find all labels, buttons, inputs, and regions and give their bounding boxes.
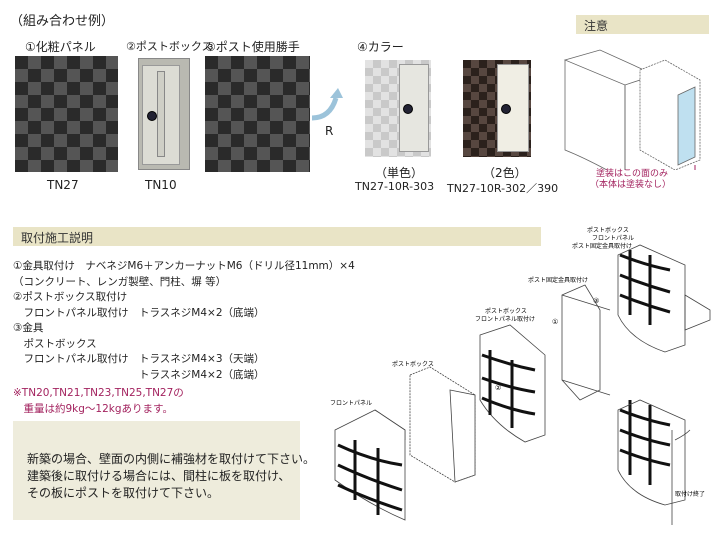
label-step3-c: ポスト固定金具取付け [572, 242, 632, 250]
label-hand: ③ポスト使用勝手 [205, 40, 300, 54]
weight-note-line: 重量は約9kg～12kgあります。 [13, 403, 173, 415]
install-line: （コンクリート、レンガ製壁、門柱、塀 等） [13, 275, 227, 288]
advice-box: 新築の場合、壁面の内側に補強材を取付けて下さい。 建築後に取付ける場合には、間柱… [13, 421, 316, 520]
caution-callout-1: 塗装はこの面のみ [596, 169, 669, 179]
advice-line: 建築後に取付ける場合には、間柱に板を取付け、 [27, 469, 291, 483]
label-box: ②ポストボックス [126, 40, 213, 53]
label-bracket: ポスト固定金具取付け [528, 276, 588, 284]
install-header: 取付施工説明 [13, 227, 541, 246]
label-panel: ①化粧パネル [25, 40, 96, 54]
caution-callout-2: （本体は塗装なし） [590, 180, 672, 190]
color-two-label: （2色） [483, 166, 527, 180]
color-single-code: TN27-10R-303 [355, 180, 435, 193]
mark-3: ③ [593, 297, 599, 305]
color-single-image [365, 60, 431, 157]
label-front-panel: フロントパネル [330, 400, 372, 407]
color-two-image [463, 60, 531, 157]
caution-diagram [563, 49, 701, 170]
label-done: 取付け終了 [675, 490, 705, 498]
install-line: ③金具 [13, 322, 44, 334]
panel-image [15, 56, 118, 172]
hand-r: R [325, 124, 334, 138]
color-single-label: （単色） [375, 166, 424, 180]
install-line: ポストボックス [13, 337, 97, 350]
hand-image [205, 56, 310, 172]
install-line: トラスネジM4×2（底端） [13, 368, 265, 381]
install-line: ②ポストボックス取付け [13, 291, 128, 303]
install-line: ①金具取付け ナベネジM6＋アンカーナットM6（ドリル径11mm）×4 [13, 260, 355, 272]
arrow-icon [311, 88, 343, 121]
install-line: フロントパネル取付け トラスネジM4×2（底端） [13, 306, 265, 319]
combo-title: （組み合わせ例） [10, 14, 115, 29]
label-step2-a: ポストボックス [485, 307, 527, 315]
install-line: フロントパネル取付け トラスネジM4×3（天端） [13, 353, 265, 365]
caution-header: 注意 [576, 15, 709, 34]
advice-line: 新築の場合、壁面の内側に補強材を取付けて下さい。 [27, 452, 316, 466]
label-step3-b: フロントパネル [592, 235, 634, 242]
color-two-code: TN27-10R-302／390 [447, 182, 559, 195]
weight-note-line: ※TN20,TN21,TN23,TN25,TN27の [13, 387, 184, 399]
label-step2-b: フロントパネル取付け [475, 315, 535, 323]
advice-line: その板にポストを取付けて下さい。 [27, 486, 220, 500]
weight-note: ※TN20,TN21,TN23,TN25,TN27の 重量は約9kg～12kgあ… [13, 385, 184, 417]
mark-2: ② [495, 384, 501, 392]
install-instructions: ①金具取付け ナベネジM6＋アンカーナットM6（ドリル径11mm）×4 （コンク… [13, 259, 355, 383]
panel-code: TN27 [47, 178, 79, 192]
install-diagram: フロントパネル ポストボックス ポストボックス フロントパネル取付け ポスト固定… [330, 226, 711, 525]
label-color: ④カラー [357, 40, 404, 54]
postbox-image [138, 58, 190, 170]
box-code: TN10 [145, 178, 177, 192]
mark-1: ① [552, 318, 558, 326]
label-post-box: ポストボックス [392, 360, 434, 368]
label-step3-a: ポストボックス [587, 226, 629, 234]
